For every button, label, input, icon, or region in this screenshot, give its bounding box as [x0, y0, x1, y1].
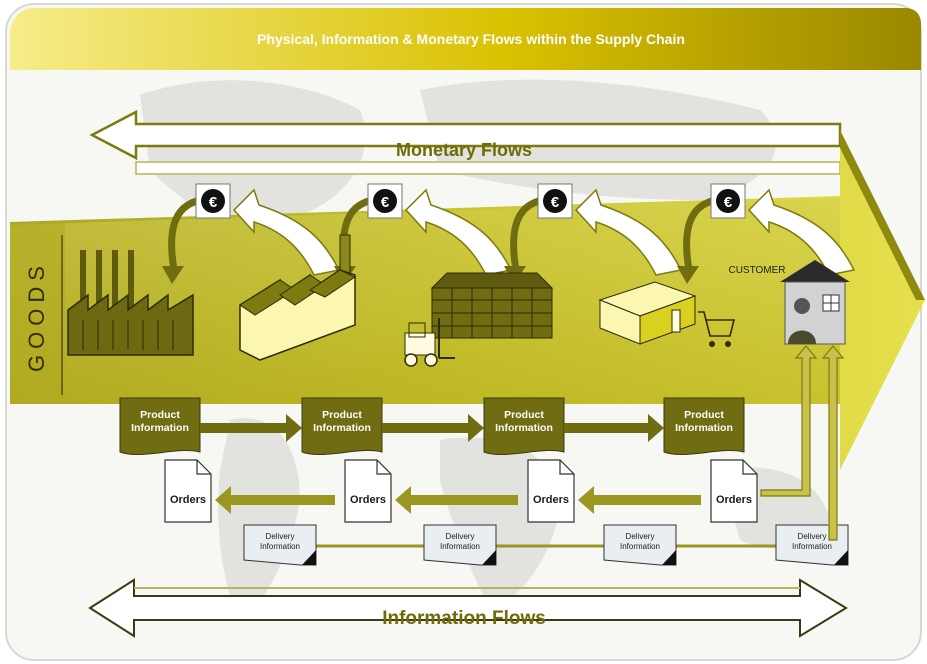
house-icon — [780, 260, 850, 345]
euro-payment-1: € — [162, 183, 341, 284]
orders-text: Orders — [716, 494, 752, 506]
product-information-text: Information — [131, 422, 189, 434]
euro-icon — [716, 189, 740, 213]
euro-symbol: € — [724, 194, 733, 211]
customer-order-arrows — [760, 345, 845, 541]
header-title: Physical, Information & Monetary Flows w… — [257, 31, 685, 47]
delivery-text: Information — [440, 542, 480, 551]
goods-payment-arrow — [683, 196, 718, 271]
delivery-text: Information — [620, 542, 660, 551]
orders-document — [710, 459, 758, 523]
cart-icon — [698, 311, 736, 347]
delivery-text: Delivery — [798, 532, 827, 541]
delivery-text: Information — [792, 542, 832, 551]
forklift-icon — [404, 318, 455, 367]
orders-text: Orders — [533, 494, 569, 506]
goods-label: GOODS — [24, 260, 49, 372]
euro-symbol: € — [209, 194, 218, 211]
orders-text: Orders — [170, 494, 206, 506]
page-curl-icon — [834, 550, 848, 565]
product-information-text: Product — [322, 409, 362, 421]
product-information-arrow — [382, 414, 484, 442]
information-flows-arrow — [88, 578, 848, 638]
euro-payment-3: € — [504, 183, 683, 284]
product-information-banner — [301, 397, 383, 455]
orders-doc-1: Orders — [164, 459, 335, 523]
orders-arrow — [395, 486, 518, 514]
payment-arrow — [232, 188, 341, 276]
euro-icon — [201, 189, 225, 213]
orders-document — [164, 459, 212, 523]
product-information-text: Product — [504, 409, 544, 421]
arrowhead — [677, 266, 699, 284]
orders-text: Orders — [350, 494, 386, 506]
goods-payment-arrow — [168, 196, 203, 271]
warehouse-icon — [430, 272, 554, 339]
product-information-text: Information — [495, 422, 553, 434]
product-information-banner — [663, 397, 745, 455]
payment-arrow — [574, 188, 683, 276]
monetary-flows-label: Monetary Flows — [396, 140, 532, 160]
arrowhead — [162, 266, 184, 284]
delivery-information-chain: DeliveryInformationDeliveryInformationDe… — [243, 524, 849, 566]
header-bar — [10, 8, 921, 70]
orders-document — [344, 459, 392, 523]
product-information-text: Product — [684, 409, 724, 421]
information-flows-label: Information Flows — [382, 608, 546, 629]
euro-icon — [373, 189, 397, 213]
delivery-text: Delivery — [266, 532, 295, 541]
customer-label: CUSTOMER — [728, 265, 785, 276]
delivery-text: Information — [260, 542, 300, 551]
orders-doc-2: Orders — [344, 459, 518, 523]
euro-symbol: € — [551, 194, 560, 211]
delivery-text: Delivery — [626, 532, 655, 541]
goods-band — [10, 198, 840, 404]
product-information-banner — [483, 397, 565, 455]
goods-payment-arrow — [510, 196, 545, 271]
store-icon — [598, 281, 697, 345]
orders-arrow — [215, 486, 335, 514]
product-information-text: Information — [313, 422, 371, 434]
goods-arrow-edge — [840, 130, 925, 300]
orders-doc-4: Orders — [710, 459, 758, 523]
product-information-arrow — [564, 414, 664, 442]
orders-document — [527, 459, 575, 523]
page-curl-icon — [302, 550, 316, 565]
product-information-text: Product — [140, 409, 180, 421]
delivery-text: Delivery — [446, 532, 475, 541]
product-information-banner — [119, 397, 201, 455]
plant-icon — [239, 234, 357, 361]
euro-symbol: € — [381, 194, 390, 211]
product-information-chain: ProductInformationProductInformationProd… — [119, 397, 745, 455]
product-information-arrow — [200, 414, 302, 442]
factory-icon — [67, 250, 194, 356]
orders-doc-3: Orders — [527, 459, 701, 523]
euro-icon — [543, 189, 567, 213]
goods-label-strip — [10, 222, 65, 404]
euro-payment-4: € — [677, 183, 856, 284]
page-curl-icon — [662, 550, 676, 565]
orders-chain: Orders Orders Orders Orders — [164, 459, 758, 523]
product-information-text: Information — [675, 422, 733, 434]
page-curl-icon — [482, 550, 496, 565]
orders-arrow — [578, 486, 701, 514]
